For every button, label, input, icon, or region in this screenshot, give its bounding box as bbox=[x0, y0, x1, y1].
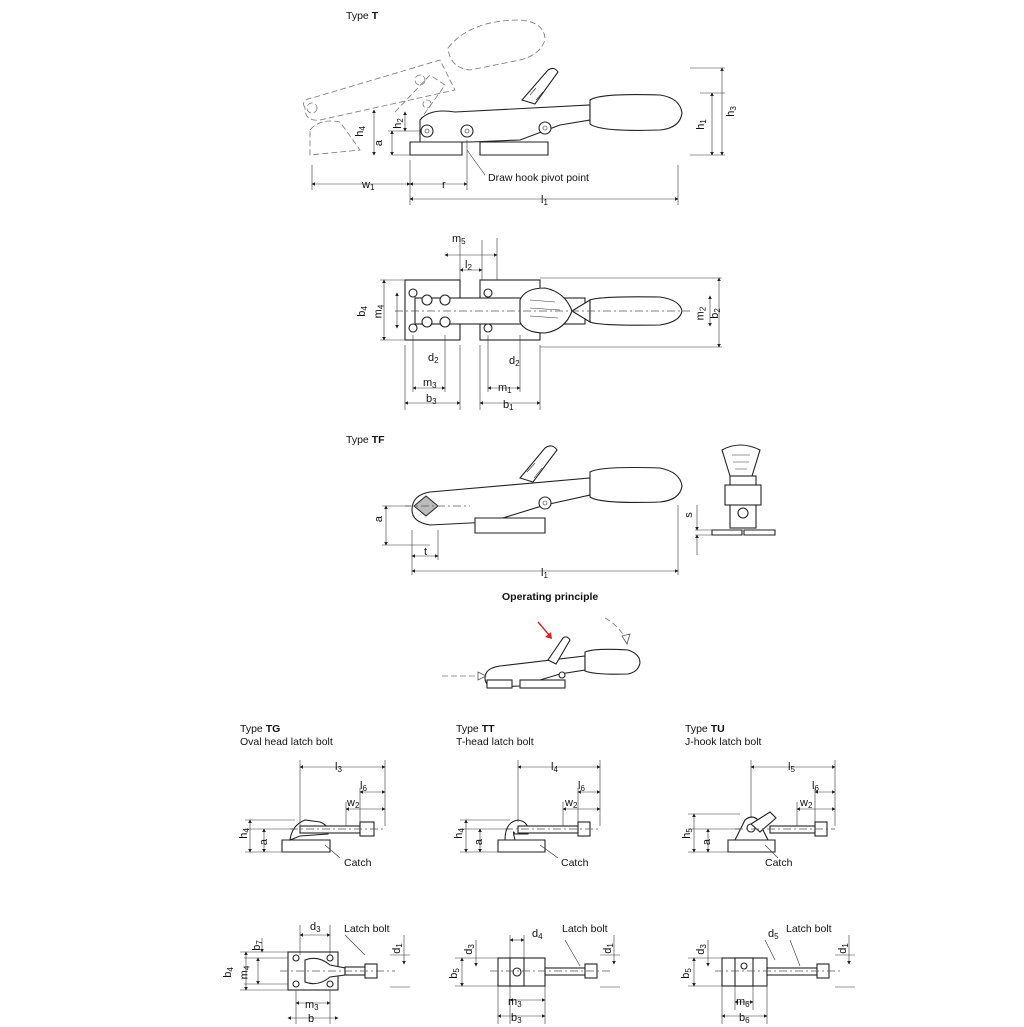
dim-b3-top: b3 bbox=[426, 393, 437, 406]
callout-catch-tg: Catch bbox=[344, 857, 372, 869]
dim-d4: d4 bbox=[532, 928, 543, 941]
dim-d2-left: d2 bbox=[428, 352, 439, 365]
type-tg-side-view bbox=[245, 760, 386, 859]
dim-l3: l3 bbox=[335, 761, 342, 774]
dim-l2: l2 bbox=[465, 259, 472, 272]
dim-w1-t: w1 bbox=[362, 179, 375, 192]
title-type-t: Type T bbox=[346, 10, 379, 22]
dim-m4-top: m4 bbox=[372, 304, 386, 319]
callout-catch-tt: Catch bbox=[561, 857, 589, 869]
dim-b4-tg: b4 bbox=[221, 967, 235, 978]
dim-h1-t: h1 bbox=[694, 119, 708, 130]
dim-d5: d5 bbox=[768, 928, 779, 941]
dim-l6-tu: l6 bbox=[812, 780, 819, 793]
title-type-tu: Type TU bbox=[685, 723, 725, 735]
dim-a-tg: a bbox=[258, 838, 271, 846]
dim-m4-tg: m4 bbox=[238, 965, 252, 980]
dim-b5-tu: b5 bbox=[679, 968, 693, 979]
callout-catch-tu: Catch bbox=[765, 857, 793, 869]
operating-principle-drawing bbox=[442, 617, 641, 689]
dim-t: t bbox=[424, 546, 428, 558]
dim-l1-t: l1 bbox=[541, 194, 548, 207]
dim-w2-tg: w2 bbox=[347, 797, 360, 810]
dim-b5-tt: b5 bbox=[447, 968, 461, 979]
dim-h5: h5 bbox=[680, 828, 694, 839]
dim-m1: m1 bbox=[498, 382, 512, 395]
callout-pivot-point: Draw hook pivot point bbox=[488, 172, 589, 184]
dim-a-t: a bbox=[373, 139, 386, 147]
dim-d1-tt: d1 bbox=[601, 943, 615, 954]
dim-b-tg: b bbox=[308, 1013, 315, 1025]
type-tt-side-view bbox=[460, 760, 601, 859]
dim-m6: m6 bbox=[736, 996, 750, 1009]
desc-type-tg: Oval head latch bolt bbox=[240, 736, 333, 748]
callout-latch-bolt-tu: Latch bolt bbox=[786, 923, 832, 935]
dim-d3-tu: d3 bbox=[694, 944, 708, 955]
callout-latch-bolt-tt: Latch bolt bbox=[562, 923, 608, 935]
dim-a-tt: a bbox=[473, 838, 486, 846]
dim-b1: b1 bbox=[503, 399, 514, 412]
dim-r-t: r bbox=[442, 179, 446, 191]
dim-h3-t: h3 bbox=[724, 106, 738, 117]
title-operating-principle: Operating principle bbox=[502, 591, 599, 603]
desc-type-tu: J-hook latch bolt bbox=[685, 736, 762, 748]
type-tf-side-view bbox=[382, 445, 683, 575]
dim-b6: b6 bbox=[739, 1012, 750, 1025]
dim-m5: m5 bbox=[452, 233, 466, 246]
dim-h4-t: h4 bbox=[353, 126, 367, 137]
dim-a-tu: a bbox=[701, 838, 714, 846]
type-tu-side-view bbox=[688, 760, 836, 859]
dim-l1-tf: l1 bbox=[541, 567, 548, 580]
dim-s: s bbox=[682, 512, 695, 518]
dim-b3-tt: b3 bbox=[511, 1012, 522, 1025]
dim-b4-top: b4 bbox=[355, 306, 369, 317]
type-tt-top-view bbox=[455, 935, 620, 1024]
dim-d1-tu: d1 bbox=[836, 943, 850, 954]
dim-w2-tu: w2 bbox=[800, 797, 813, 810]
type-tg-top-view bbox=[240, 925, 410, 1024]
dim-h4-tg: h4 bbox=[237, 828, 251, 839]
type-t-side-view bbox=[303, 19, 725, 205]
callout-latch-bolt-tg: Latch bolt bbox=[344, 923, 390, 935]
dim-d3-tg: d3 bbox=[310, 921, 321, 934]
dim-b7: b7 bbox=[250, 940, 264, 951]
type-tf-end-view bbox=[695, 444, 776, 555]
dim-m3-tg: m3 bbox=[305, 999, 319, 1012]
title-type-tt: Type TT bbox=[456, 723, 495, 735]
dim-l6-tt: l6 bbox=[578, 780, 585, 793]
dim-d2-right: d2 bbox=[509, 355, 520, 368]
dim-d3-tt: d3 bbox=[462, 944, 476, 955]
dim-d1-tg: d1 bbox=[390, 943, 404, 954]
type-t-top-view bbox=[380, 238, 722, 410]
dim-l4: l4 bbox=[551, 761, 558, 774]
title-type-tf: Type TF bbox=[346, 434, 385, 446]
dim-w2-tt: w2 bbox=[565, 797, 578, 810]
dim-l5: l5 bbox=[788, 761, 795, 774]
desc-type-tt: T-head latch bolt bbox=[456, 736, 534, 748]
dim-m3-top: m3 bbox=[423, 377, 437, 390]
dim-h2-t: h2 bbox=[391, 118, 405, 129]
dim-h4-tt: h4 bbox=[452, 828, 466, 839]
dim-b2: b2 bbox=[708, 308, 722, 319]
dim-a-tf: a bbox=[373, 515, 386, 523]
dim-l6-tg: l6 bbox=[360, 780, 367, 793]
title-type-tg: Type TG bbox=[240, 723, 281, 735]
dim-m3-tt: m3 bbox=[508, 996, 522, 1009]
type-tu-top-view bbox=[688, 935, 855, 1024]
dim-m2: m2 bbox=[694, 306, 708, 321]
